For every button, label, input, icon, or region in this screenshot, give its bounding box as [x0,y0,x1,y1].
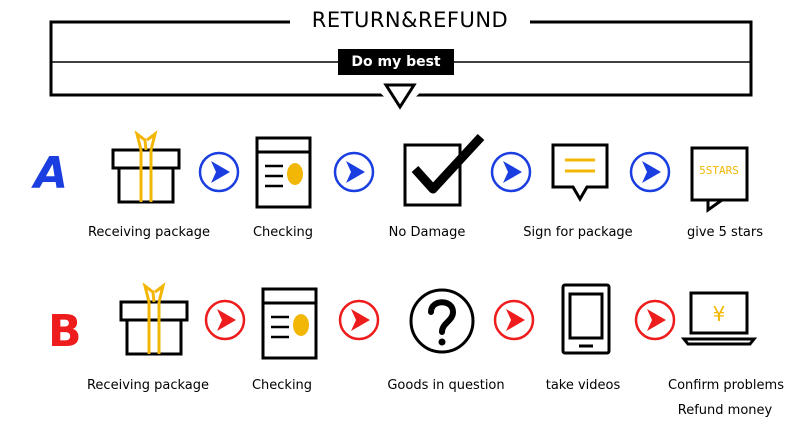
step-label: Goods in question [387,378,505,393]
gift-box-icon [119,282,189,356]
laptop-refund-icon: ¥ [680,291,758,346]
step-label: give 5 stars [686,225,764,240]
document-icon [255,136,312,209]
step-label: Checking [251,378,313,393]
arrow-right-icon [333,151,375,193]
arrow-right-icon [338,299,380,341]
arrow-right-icon [634,299,676,341]
step-label-secondary: Refund money [677,403,773,418]
step-label: Receiving package [87,225,210,240]
step-label: Confirm problems [668,378,784,393]
arrow-right-icon [204,299,246,341]
step-label: Checking [252,225,314,240]
checkbox-checked-icon [403,133,485,207]
arrow-right-icon [493,299,535,341]
rating-card-text: 5STARS [699,164,739,177]
page-title: RETURN&REFUND [290,8,530,32]
step-label: Sign for package [523,225,633,240]
document-icon [261,287,318,360]
motto-badge: Do my best [338,49,454,75]
step-label: Receiving package [86,378,209,393]
down-triangle-icon [383,83,417,110]
gift-box-icon [111,130,181,204]
arrow-right-icon [490,151,532,193]
rating-card-icon: 5STARS [690,146,749,213]
step-label: No Damage [388,225,466,240]
row-a-letter: A [34,148,69,199]
arrow-right-icon [629,151,671,193]
tablet-icon [561,283,611,355]
step-label: take videos [545,378,621,393]
yen-symbol: ¥ [713,302,726,326]
speech-bubble-icon [551,143,609,202]
arrow-right-icon [198,151,240,193]
row-b-letter: B [48,306,82,357]
question-mark-icon [409,288,475,354]
